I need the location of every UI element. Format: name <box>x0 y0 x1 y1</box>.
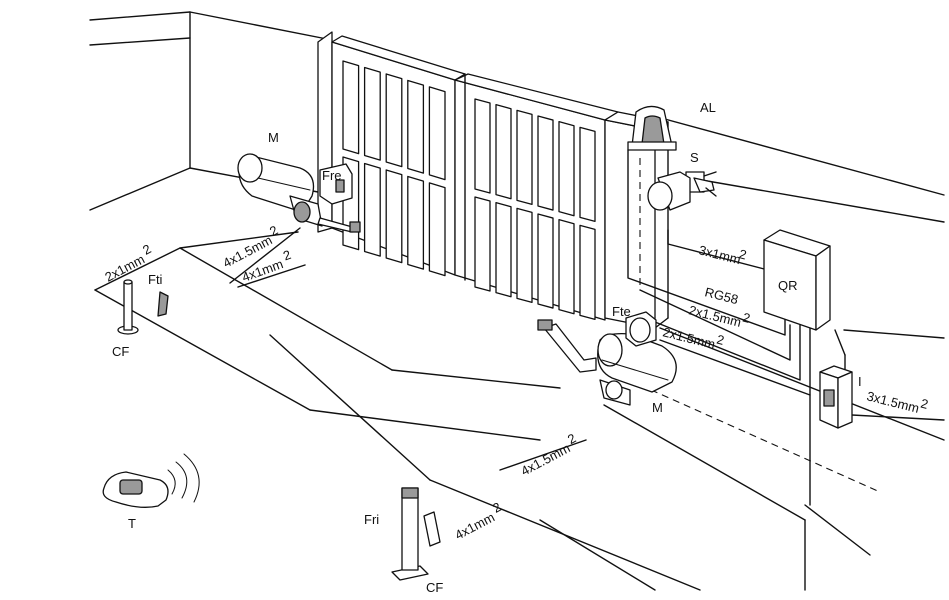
gate-panel <box>363 162 381 257</box>
cable-4x1-left-sup: 2 <box>281 247 293 264</box>
cable-2x15-b-sup: 2 <box>715 332 726 348</box>
label-switch-i: I <box>858 374 862 389</box>
remote-transmitter <box>102 453 200 508</box>
gate-panel <box>516 109 533 206</box>
gate-panel <box>363 66 381 161</box>
gate-panel <box>474 98 491 194</box>
gate-leaf-right <box>454 73 619 321</box>
flashing-light <box>627 105 677 151</box>
gate-panel <box>579 224 596 321</box>
cable-4x15-bottom: 4x1.5mm <box>518 440 572 478</box>
gate-panel <box>407 79 425 174</box>
label-photocell-fre: Fre <box>322 168 342 183</box>
gate-panel <box>558 121 575 217</box>
label-motor-left: M <box>268 130 279 145</box>
cable-3x15-sup: 2 <box>919 396 930 412</box>
label-control-panel: QR <box>778 278 798 293</box>
motor-right <box>537 319 677 406</box>
control-panel <box>763 229 831 331</box>
label-photocell-fri: Fri <box>364 512 379 527</box>
label-flashing-light: AL <box>700 100 716 115</box>
gate-panel <box>558 219 575 315</box>
cable-2x15-b: 2x1.5mm <box>661 324 717 351</box>
cable-2x1-left-sup: 2 <box>140 241 153 258</box>
gate-panel <box>428 86 446 181</box>
gate-panel <box>516 207 533 304</box>
cable-3x1: 3x1mm <box>697 242 742 267</box>
gate-panel <box>474 196 491 292</box>
label-transmitter: T <box>128 516 136 531</box>
photocell-outer-right <box>625 311 657 347</box>
gate-panel <box>495 202 512 298</box>
gate-panel <box>537 115 554 211</box>
cable-3x1-sup: 2 <box>738 246 749 262</box>
gate-panel <box>579 126 596 223</box>
gate-panel <box>407 175 425 270</box>
gate-panel <box>537 213 554 309</box>
cable-2x1-left: 2x1mm <box>102 251 147 284</box>
label-column-cf-left: CF <box>112 344 129 359</box>
label-motor-right: M <box>652 400 663 415</box>
label-column-cf-bottom: CF <box>426 580 443 595</box>
column-left <box>117 279 169 335</box>
gate-panel <box>385 73 403 168</box>
cable-rg58: RG58 <box>703 284 740 307</box>
gate-panel <box>428 182 446 277</box>
gate-panel <box>495 104 512 200</box>
cable-4x1-bottom-sup: 2 <box>490 499 503 516</box>
column-bottom <box>391 487 441 581</box>
ground-lines <box>94 227 945 591</box>
right-wall <box>649 114 945 339</box>
label-photocell-fte: Fte <box>612 304 631 319</box>
motor-left <box>237 153 361 233</box>
cable-4x1-bottom: 4x1mm <box>452 509 497 542</box>
gate-panel <box>342 60 360 155</box>
isolation-switch <box>819 365 853 429</box>
cable-2x15-a-sup: 2 <box>741 310 752 326</box>
photocell-inner-left <box>319 163 353 205</box>
gate-leaf-left <box>331 35 466 277</box>
label-photocell-fti: Fti <box>148 272 163 287</box>
photocell-top <box>647 171 691 211</box>
gate-panel <box>385 169 403 264</box>
cable-4x1-left: 4x1mm <box>240 256 285 285</box>
component-labels: M Fre Fti CF AL S QR Fte M I Fri CF T <box>112 100 862 595</box>
label-key-selector: S <box>690 150 699 165</box>
